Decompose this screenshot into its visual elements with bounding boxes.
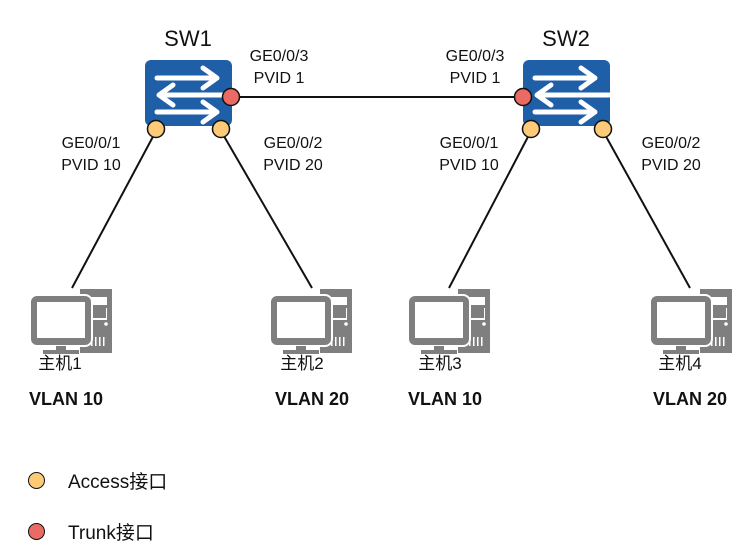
port-name: GE0/0/2 [641,135,701,152]
port-pvid: PVID 1 [253,70,305,87]
port-name: GE0/0/1 [439,135,499,152]
port-pvid: PVID 10 [61,157,121,174]
sw1-trunk-label: GE0/0/3 PVID 1 [238,46,320,90]
port-name: GE0/0/3 [249,48,309,65]
sw2-trunk-port [513,87,533,107]
host-vlan: VLAN 10 [28,389,104,409]
link-sw1-host1 [71,130,157,289]
legend-label: Trunk接口 [68,523,154,544]
legend-label: Access接口 [68,472,168,493]
port-pvid: PVID 20 [263,157,323,174]
sw1-trunk-port [221,87,241,107]
link-sw1-host2 [220,130,313,289]
port-pvid: PVID 20 [641,157,701,174]
port-name: GE0/0/1 [61,135,121,152]
sw1-access-port-1 [146,119,166,139]
host-name: 主机1 [38,354,82,373]
port-pvid: PVID 10 [439,157,499,174]
sw1-port2-label: GE0/0/2 PVID 20 [252,133,334,177]
host-name: 主机2 [280,354,324,373]
host-vlan: VLAN 10 [407,389,483,409]
computer-icon [29,288,113,355]
legend-item-access: Access接口 [28,467,167,494]
port-name: GE0/0/3 [445,48,505,65]
host-vlan: VLAN 20 [274,389,350,409]
switch-icon [523,60,610,126]
sw2-port1-label: GE0/0/1 PVID 10 [428,133,510,177]
switch-name: SW1 [164,26,212,51]
sw2-access-port-2 [593,119,613,139]
link-sw2-host3 [448,130,532,289]
trunk-port-icon [28,523,45,540]
port-name: GE0/0/2 [263,135,323,152]
link-sw2-host4 [602,130,691,289]
port-pvid: PVID 1 [449,70,501,87]
switch-icon [145,60,232,126]
computer-icon [269,288,353,355]
computer-icon [407,288,491,355]
switch-name: SW2 [542,26,590,51]
sw1-access-port-2 [211,119,231,139]
sw1-port1-label: GE0/0/1 PVID 10 [50,133,132,177]
sw2-port2-label: GE0/0/2 PVID 20 [630,133,712,177]
host-name: 主机3 [418,354,462,373]
host-vlan: VLAN 20 [652,389,728,409]
host-name: 主机4 [658,354,702,373]
legend-item-trunk: Trunk接口 [28,518,154,545]
sw2-access-port-1 [521,119,541,139]
computer-icon [649,288,733,355]
access-port-icon [28,472,45,489]
sw2-trunk-label: GE0/0/3 PVID 1 [434,46,516,90]
